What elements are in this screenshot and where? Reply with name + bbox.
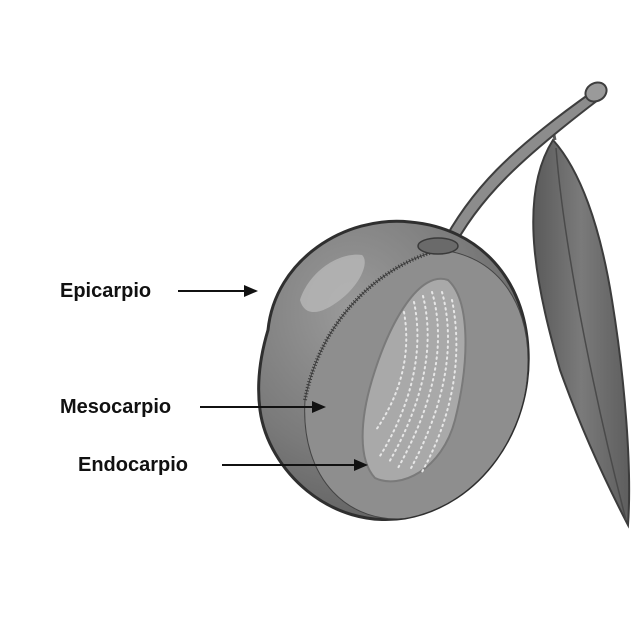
label-mesocarp: Mesocarpio xyxy=(60,397,171,417)
label-endocarp: Endocarpio xyxy=(78,455,188,475)
leaf-icon xyxy=(533,125,629,525)
plum-fruit xyxy=(259,221,529,519)
label-epicarp: Epicarpio xyxy=(60,281,151,301)
arrow-epicarp xyxy=(178,285,258,297)
